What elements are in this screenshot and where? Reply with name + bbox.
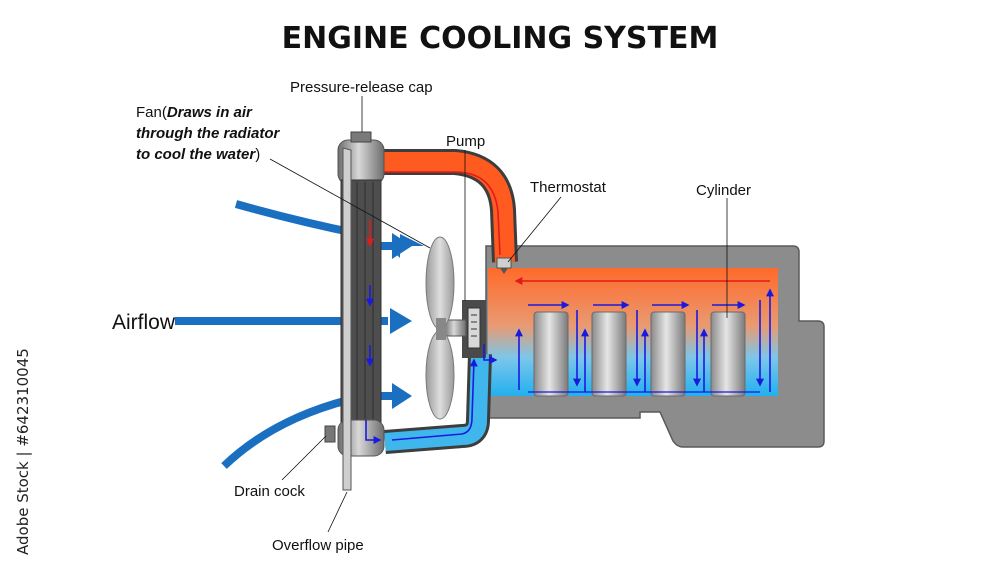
cylinders — [533, 311, 746, 397]
cylinder-label: Cylinder — [696, 182, 751, 199]
leader-lines — [269, 96, 728, 533]
cylinder-1 — [533, 311, 569, 397]
overflow-pipe — [342, 147, 352, 491]
svg-text:to cool the water): to cool the water) — [136, 146, 260, 163]
radiator-flow-arrows — [365, 220, 382, 444]
page-title: ENGINE COOLING SYSTEM — [282, 21, 719, 56]
drain-cock-label: Drain cock — [234, 483, 305, 500]
thermostat — [496, 257, 512, 274]
svg-text:through the radiator: through the radiator — [136, 125, 280, 142]
thermostat-label: Thermostat — [530, 179, 607, 196]
airflow-label: Airflow — [112, 311, 176, 334]
cylinder-3 — [650, 311, 686, 397]
fan-label: Fan(Draws in air through the radiator to… — [136, 104, 280, 163]
stock-id: Adobe Stock | #642310045 — [14, 348, 32, 555]
fan — [425, 236, 455, 420]
cylinder-2 — [591, 311, 627, 397]
pump-label: Pump — [446, 133, 485, 150]
drain-cock — [324, 425, 336, 443]
cylinder-4 — [710, 311, 746, 397]
pressure-cap-label: Pressure-release cap — [290, 79, 433, 96]
overflow-pipe-label: Overflow pipe — [272, 537, 364, 554]
airflow-arrowheads — [388, 233, 424, 409]
engine-flow-arrows — [515, 288, 774, 393]
upper-hose-flow-arrow — [368, 171, 501, 256]
water-pump — [443, 300, 498, 364]
lower-hose-flow-arrow — [391, 358, 478, 441]
svg-text:Fan(Draws in air: Fan(Draws in air — [136, 104, 253, 121]
pressure-release-cap — [350, 131, 372, 143]
